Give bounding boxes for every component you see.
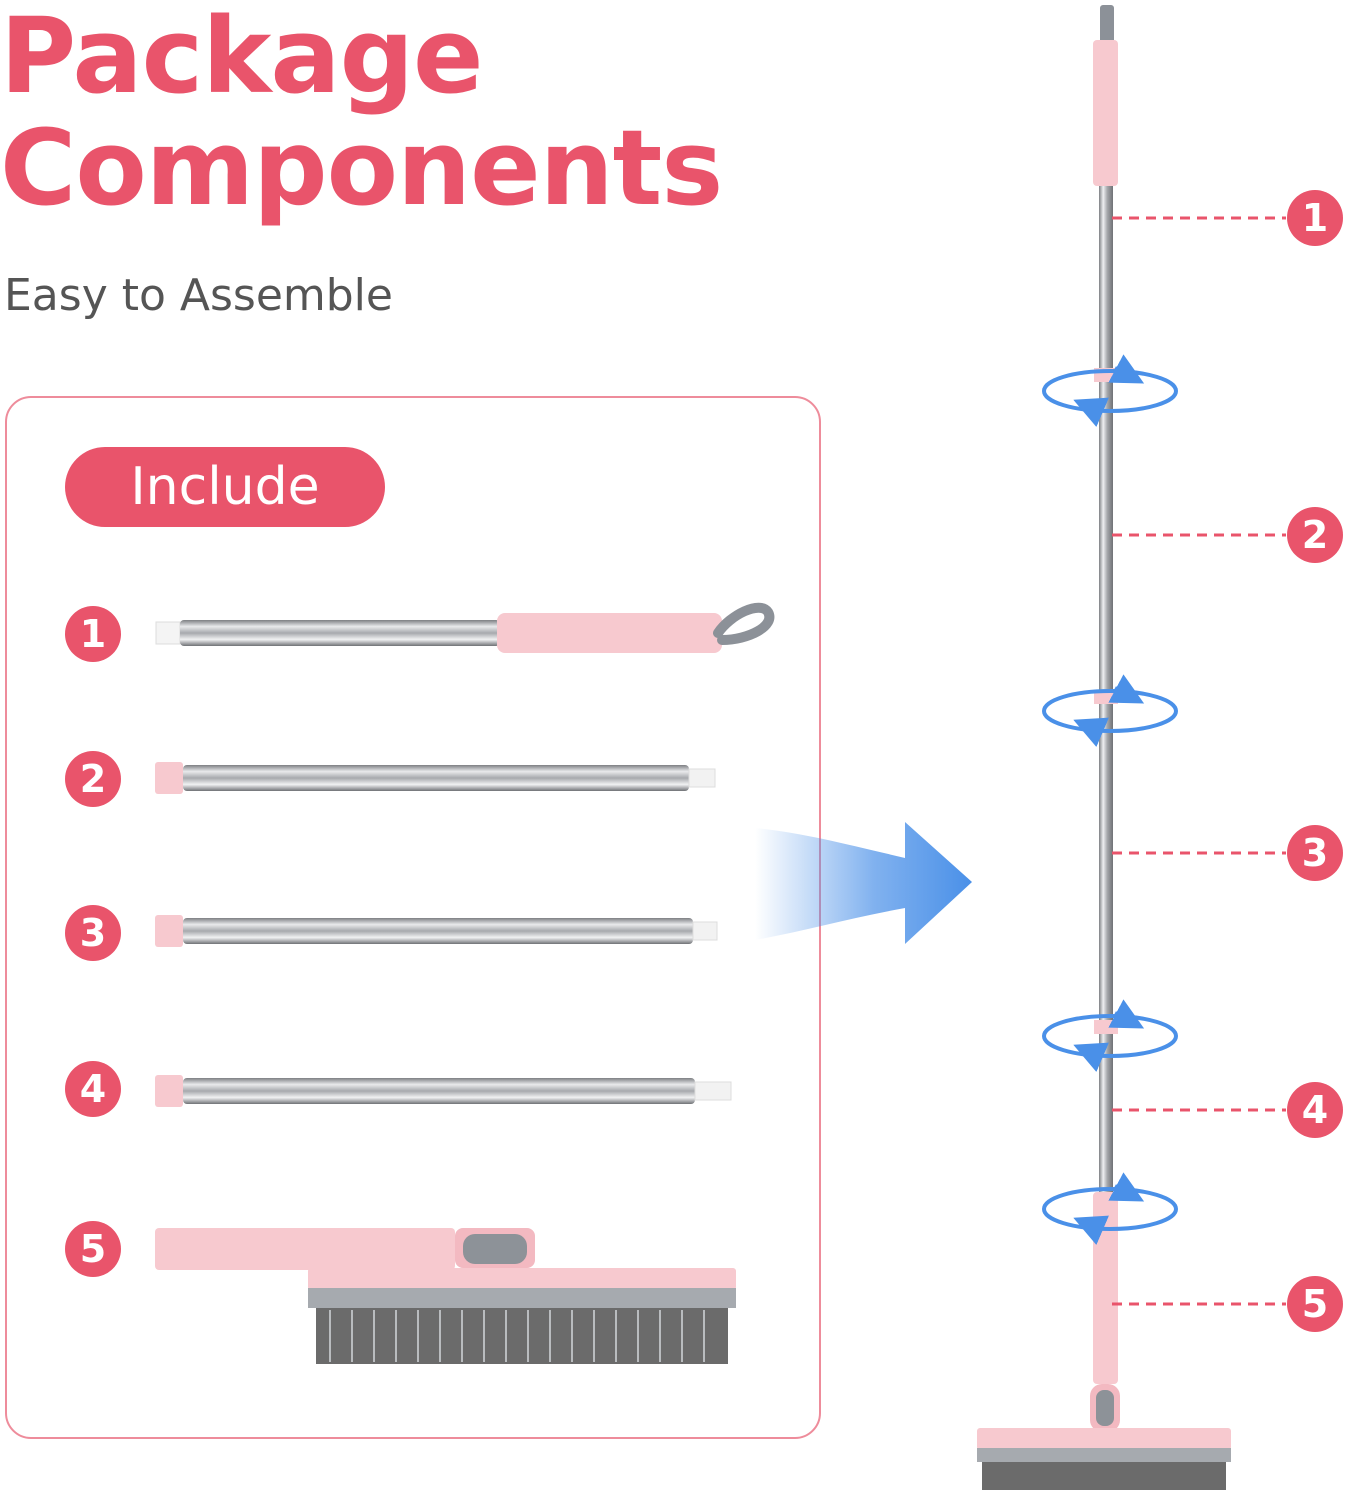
component-number-badge: 3: [65, 905, 121, 961]
callout-leaders: [1112, 216, 1286, 1306]
assembled-mop: [977, 5, 1231, 1490]
rotate-icon: [1042, 674, 1178, 748]
assembled-callout-badge: 1: [1287, 190, 1343, 246]
component-2-extension-pole: [155, 762, 716, 794]
rotate-icon: [1042, 354, 1178, 428]
title-line-2: Components: [0, 107, 723, 229]
component-3-extension-pole: [155, 915, 718, 947]
page-subtitle: Easy to Assemble: [4, 270, 393, 321]
assembled-callout-badge: 4: [1287, 1082, 1343, 1138]
assembly-arrow-icon: [755, 822, 972, 944]
component-number-badge: 5: [65, 1221, 121, 1277]
component-5-brush-head: [155, 1228, 736, 1364]
include-badge: Include: [65, 447, 385, 527]
rotate-icon: [1042, 999, 1178, 1073]
component-number-badge: 2: [65, 751, 121, 807]
page-title: Package Components: [0, 0, 723, 229]
component-4-extension-pole: [155, 1075, 732, 1107]
title-line-1: Package: [0, 0, 484, 117]
component-1-handle-pole: [155, 602, 775, 653]
component-number-badge: 1: [65, 606, 121, 662]
assembled-callout-badge: 5: [1287, 1276, 1343, 1332]
component-number-badge: 4: [65, 1061, 121, 1117]
assembled-callout-badge: 2: [1287, 507, 1343, 563]
rotate-icon: [1042, 1172, 1178, 1246]
assembled-callout-badge: 3: [1287, 825, 1343, 881]
